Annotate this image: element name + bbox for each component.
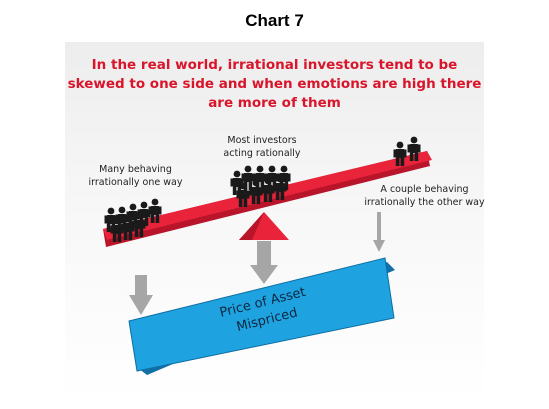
headline: In the real world, irrational investors … [65,56,484,113]
triangle-fulcrum [239,212,289,240]
label-center: Most investors acting rationally [212,134,312,160]
down-arrow-icon [250,241,278,284]
price-box [128,257,395,375]
chart-title: Chart 7 [245,11,304,30]
label-right-line-1: A couple behaving [380,184,469,195]
label-right: A couple behaving irrationally the other… [362,183,487,209]
down-arrow-icon [129,275,153,315]
label-center-line-1: Most investors [227,135,297,146]
label-left: Many behaving irrationally one way [78,163,193,189]
label-right-line-2: irrationally the other way [364,197,485,208]
down-arrow-icon [373,212,385,252]
label-center-line-2: acting rationally [223,148,301,159]
label-left-line-2: irrationally one way [88,177,183,188]
headline-line-2: skewed to one side and when emotions are… [67,76,482,92]
label-left-line-1: Many behaving [99,164,172,175]
headline-line-3: are more of them [208,95,341,111]
headline-line-1: In the real world, irrational investors … [91,57,458,73]
arrows [129,212,385,315]
